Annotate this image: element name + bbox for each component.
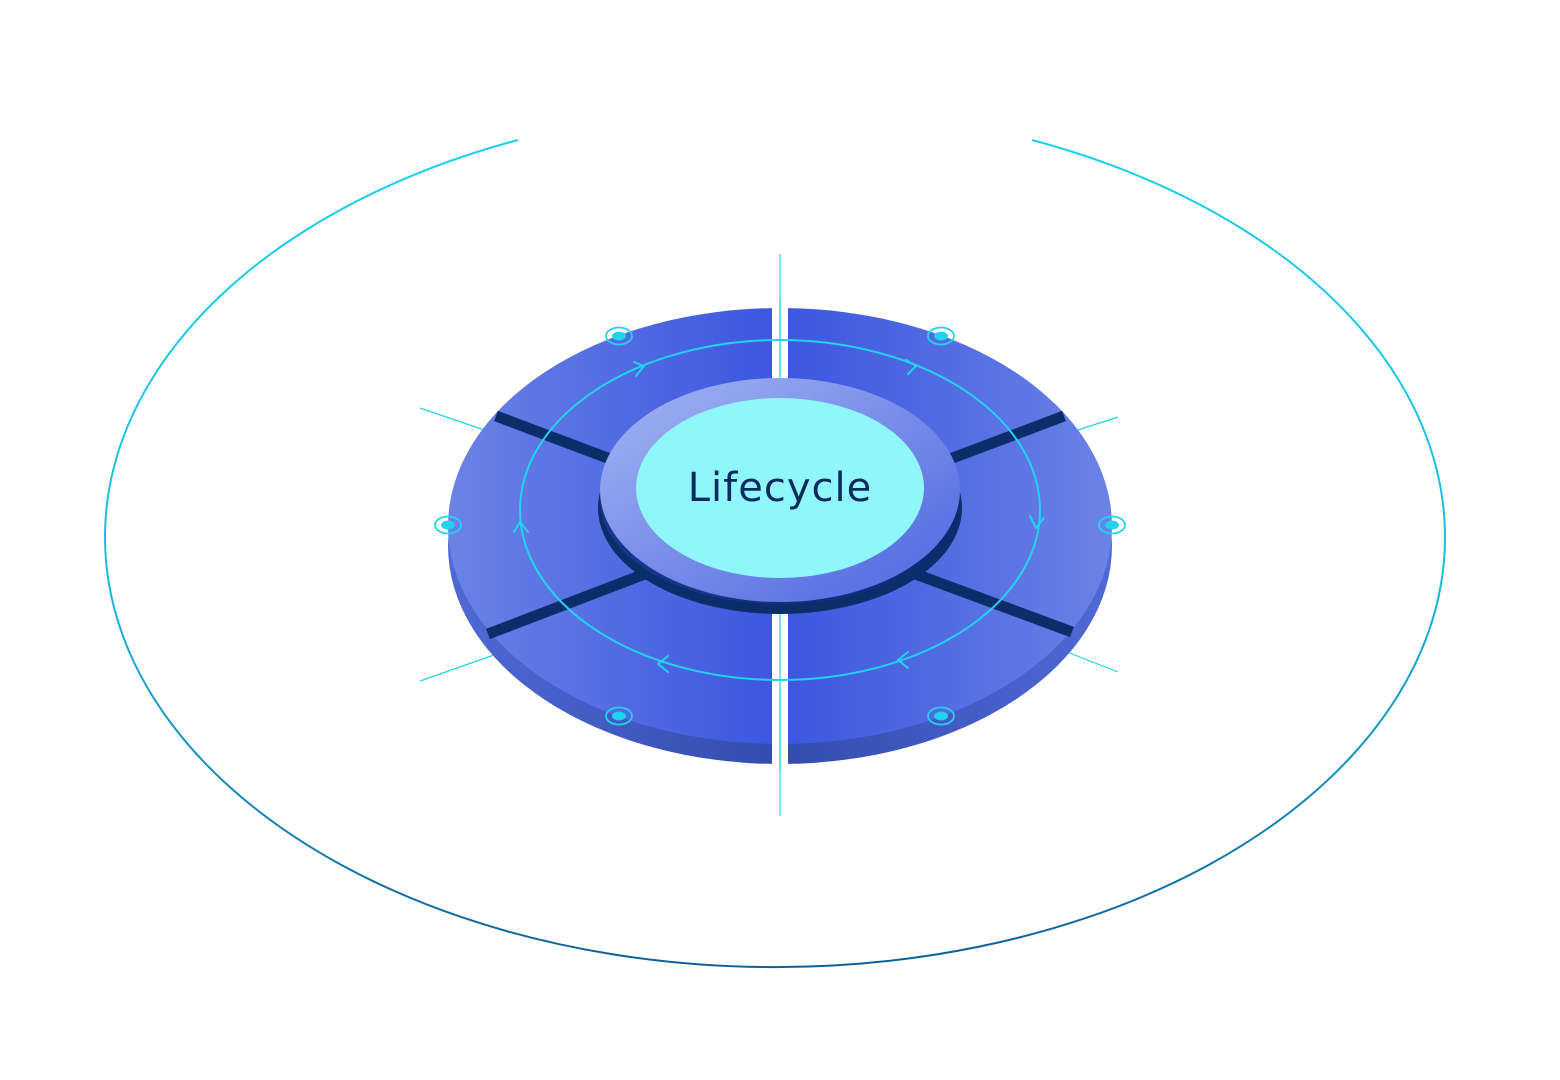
node-ring bbox=[927, 706, 955, 726]
node-bottom-right bbox=[927, 706, 955, 726]
node-ring bbox=[927, 326, 955, 346]
node-dot bbox=[1105, 520, 1119, 530]
separator-lower-right bbox=[908, 566, 1074, 638]
cycle-ring bbox=[519, 339, 1041, 681]
node-ring bbox=[605, 706, 633, 726]
center-label: Lifecycle bbox=[687, 465, 873, 511]
node-ring bbox=[434, 515, 462, 535]
arrow-top-left bbox=[633, 361, 645, 377]
arrow-bottom-right bbox=[897, 651, 909, 669]
hub-center bbox=[636, 398, 924, 578]
node-dot bbox=[612, 711, 626, 721]
node-top-right bbox=[927, 326, 955, 346]
guide-line-lower-right bbox=[1061, 649, 1119, 673]
node-bottom-left bbox=[605, 706, 633, 726]
separator-lower-left bbox=[486, 566, 652, 640]
node-left bbox=[434, 515, 462, 535]
node-dot bbox=[612, 331, 626, 341]
cycle-arrows bbox=[513, 359, 1045, 673]
outer-orbit-ring bbox=[104, 139, 1446, 969]
guide-line-lower-left bbox=[419, 654, 495, 682]
node-top-left bbox=[605, 326, 633, 346]
node-right bbox=[1098, 515, 1126, 535]
guide-line-upper-right bbox=[1071, 416, 1119, 433]
center-label-wrap: Lifecycle bbox=[636, 445, 924, 531]
node-ring bbox=[605, 326, 633, 346]
hub bbox=[598, 378, 962, 614]
arrow-left bbox=[513, 521, 529, 533]
arrow-top-right bbox=[905, 359, 917, 375]
node-ring bbox=[1098, 515, 1126, 535]
node-dot bbox=[441, 520, 455, 530]
arrow-bottom-left bbox=[657, 655, 669, 673]
arrow-right bbox=[1029, 515, 1045, 529]
nodes bbox=[434, 326, 1126, 726]
node-dot bbox=[934, 711, 948, 721]
node-dot bbox=[934, 331, 948, 341]
